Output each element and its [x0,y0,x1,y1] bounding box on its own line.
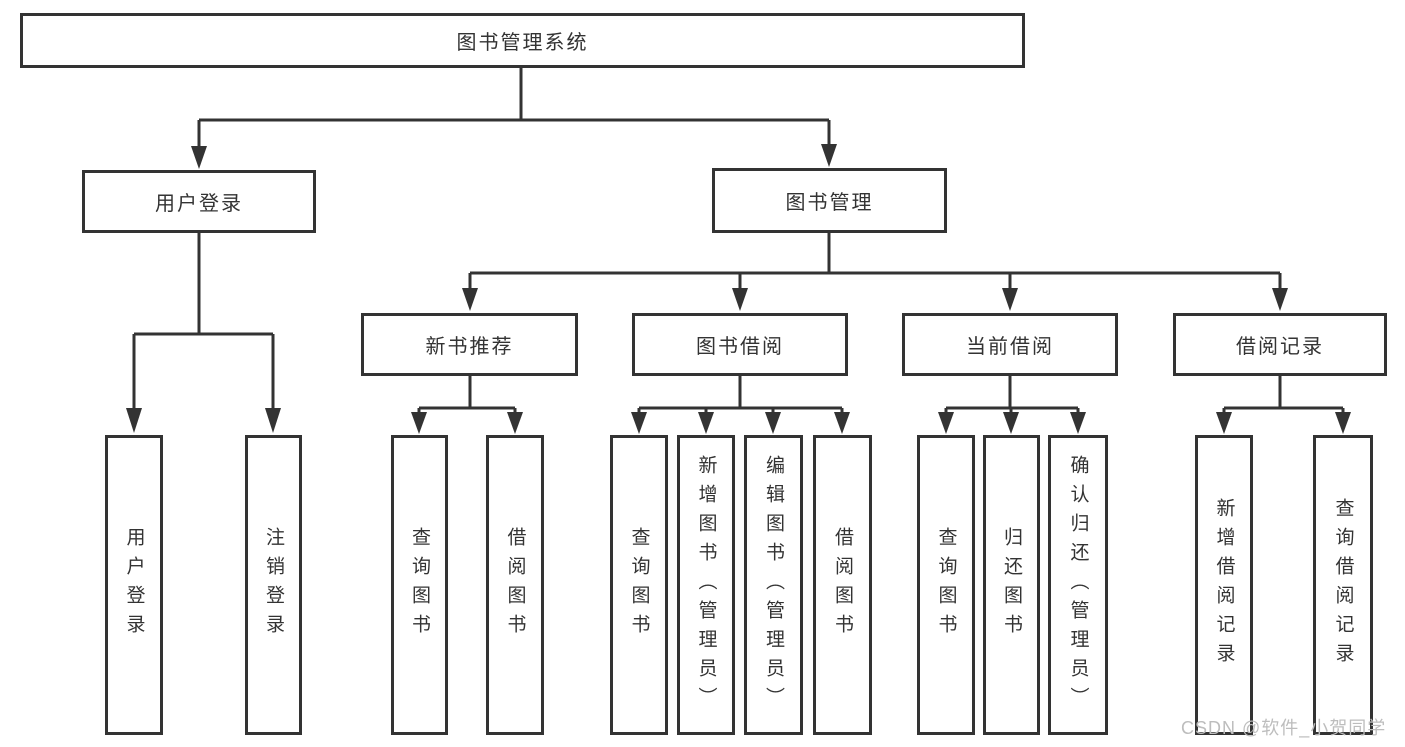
node-borrowing-records: 借阅记录 [1173,313,1387,376]
leaf-edit-books-admin: 编辑图书（管理员） [744,435,803,735]
leaf-label: 查询图书 [628,527,650,643]
leaf-add-borrow-record: 新增借阅记录 [1195,435,1253,735]
leaf-query-borrow-record: 查询借阅记录 [1313,435,1373,735]
leaf-confirm-return-admin: 确认归还（管理员） [1048,435,1108,735]
leaf-label: 注销登录 [263,527,284,643]
node-current-borrowing: 当前借阅 [902,313,1118,376]
leaf-label: 编辑图书（管理员） [763,454,784,716]
leaf-label: 新增图书（管理员） [695,454,717,716]
leaf-label: 用户登录 [123,527,145,643]
node-library-management-system: 图书管理系统 [20,13,1025,68]
leaf-label: 借阅图书 [832,527,853,643]
leaf-label: 新增借阅记录 [1213,498,1235,672]
leaf-return-books: 归还图书 [983,435,1040,735]
leaf-query-books-recommend: 查询图书 [391,435,448,735]
leaf-query-books-current: 查询图书 [917,435,975,735]
leaf-label: 归还图书 [1001,527,1022,643]
leaf-logout: 注销登录 [245,435,302,735]
leaf-user-login: 用户登录 [105,435,163,735]
leaf-borrow-books-borrowing: 借阅图书 [813,435,872,735]
csdn-watermark: CSDN @软件_小贺同学 [1181,718,1387,738]
node-new-book-recommend: 新书推荐 [361,313,578,376]
leaf-label: 借阅图书 [504,527,526,643]
node-book-borrowing: 图书借阅 [632,313,848,376]
node-user-login: 用户登录 [82,170,316,233]
leaf-query-books-borrowing: 查询图书 [610,435,668,735]
leaf-label: 查询图书 [935,527,957,643]
leaf-add-books-admin: 新增图书（管理员） [677,435,735,735]
leaf-label: 确认归还（管理员） [1067,454,1089,716]
node-book-management: 图书管理 [712,168,947,233]
leaf-label: 查询图书 [409,527,430,643]
leaf-label: 查询借阅记录 [1332,498,1354,672]
leaf-borrow-books-recommend: 借阅图书 [486,435,544,735]
